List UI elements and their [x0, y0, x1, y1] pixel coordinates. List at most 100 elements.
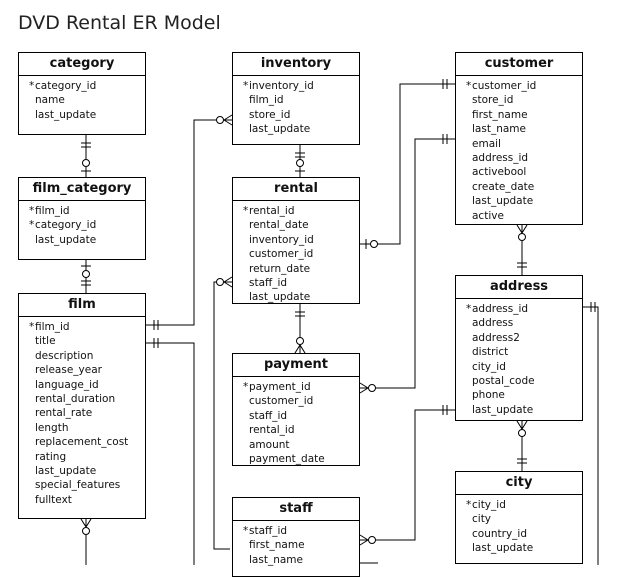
field-category-id: category_id: [19, 79, 145, 94]
field-address: address: [472, 317, 514, 330]
field-last-update: last_update: [35, 465, 97, 478]
field-release-year: release_year: [35, 364, 102, 377]
field-customer-id: customer_id: [456, 79, 582, 94]
rel-category-film-category: [81, 135, 91, 177]
rel-film-inventory: [146, 114, 233, 330]
field-category-id: category_id: [19, 218, 145, 233]
entity-header: customer: [456, 53, 582, 76]
field-title: title: [35, 335, 56, 348]
rel-customer-rental: [360, 79, 455, 249]
field-rental-id: rental_id: [233, 204, 359, 219]
field-inventory-id: inventory_id: [233, 79, 359, 94]
field-language-id: language_id: [35, 378, 99, 391]
field-customer-id: customer_id: [249, 248, 314, 261]
field-payment-date: payment_date: [249, 453, 325, 466]
rel-city-address: [516, 420, 528, 471]
field-staff-id: staff_id: [233, 524, 359, 539]
field-customer-id: customer_id: [249, 395, 314, 408]
field-create-date: create_date: [472, 180, 535, 193]
field-rating: rating: [35, 450, 67, 463]
field-name: name: [35, 94, 65, 107]
field-length: length: [35, 421, 69, 434]
field-last-update: last_update: [249, 123, 311, 136]
rel-film-film-category: [81, 260, 91, 293]
rel-film-language: [80, 518, 92, 565]
field-rental-duration: rental_duration: [35, 393, 116, 406]
entity-header: address: [456, 276, 582, 299]
entity-rental[interactable]: rental rental_idrental_dateinventory_idc…: [232, 177, 360, 304]
field-store-id: store_id: [472, 94, 514, 107]
field-last-update: last_update: [472, 195, 534, 208]
field-description: description: [35, 349, 94, 362]
field-email: email: [472, 137, 501, 150]
entity-header: rental: [233, 178, 359, 201]
field-last-update: last_update: [35, 233, 97, 246]
rel-rental-payment: [294, 304, 306, 354]
entity-header: inventory: [233, 53, 359, 76]
field-last-update: last_update: [472, 542, 534, 555]
field-film-id: film_id: [249, 94, 284, 107]
field-inventory-id: inventory_id: [249, 233, 314, 246]
field-list: payment_idcustomer_idstaff_idrental_idam…: [233, 377, 359, 466]
diagram-title: DVD Rental ER Model: [18, 12, 221, 34]
field-film-id: film_id: [19, 320, 145, 335]
rel-address-customer: [516, 224, 528, 275]
field-fulltext: fulltext: [35, 493, 72, 506]
rel-customer-payment: [359, 134, 455, 394]
entity-payment[interactable]: payment payment_idcustomer_idstaff_idren…: [232, 353, 360, 466]
field-first-name: first_name: [249, 539, 305, 552]
field-rental-id: rental_id: [249, 424, 295, 437]
field-special-features: special_features: [35, 479, 121, 492]
field-address2: address2: [472, 331, 520, 344]
field-first-name: first_name: [472, 108, 528, 121]
entity-header: film: [19, 294, 145, 317]
field-store-id: store_id: [249, 108, 291, 121]
field-activebool: activebool: [472, 166, 527, 179]
field-amount: amount: [249, 438, 290, 451]
entity-customer[interactable]: customer customer_idstore_idfirst_namela…: [455, 52, 583, 225]
rel-inventory-rental: [295, 145, 305, 177]
field-return-date: return_date: [249, 262, 311, 275]
entity-address[interactable]: address address_idaddressaddress2distric…: [455, 275, 583, 421]
entity-header: category: [19, 53, 145, 76]
rel-address-store: [583, 302, 599, 565]
relationship-lines: [80, 79, 599, 565]
field-last-update: last_update: [35, 108, 97, 121]
entity-film-category[interactable]: film_category film_idcategory_idlast_upd…: [18, 177, 146, 260]
field-film-id: film_id: [19, 204, 145, 219]
field-city-id: city_id: [472, 360, 506, 373]
field-city: city: [472, 513, 492, 526]
field-active: active: [472, 209, 504, 222]
field-district: district: [472, 346, 509, 359]
rel-film-staff: [146, 338, 195, 565]
entity-header: city: [456, 472, 582, 495]
field-phone: phone: [472, 389, 505, 402]
field-staff-id: staff_id: [249, 277, 288, 290]
field-last-update: last_update: [472, 403, 534, 416]
entity-inventory[interactable]: inventory inventory_idfilm_idstore_idlas…: [232, 52, 360, 145]
field-postal-code: postal_code: [472, 375, 535, 388]
field-rental-rate: rental_rate: [35, 407, 93, 420]
rel-address-staff: [359, 405, 455, 546]
field-payment-id: payment_id: [233, 380, 359, 395]
field-city-id: city_id: [456, 498, 582, 513]
field-last-name: last_name: [472, 123, 526, 136]
field-address-id: address_id: [456, 302, 582, 317]
rel-staff-payment: [213, 276, 243, 554]
field-rental-date: rental_date: [249, 219, 309, 232]
field-last-name: last_name: [249, 553, 303, 566]
field-last-update: last_update: [249, 291, 311, 304]
entity-header: staff: [233, 498, 359, 521]
